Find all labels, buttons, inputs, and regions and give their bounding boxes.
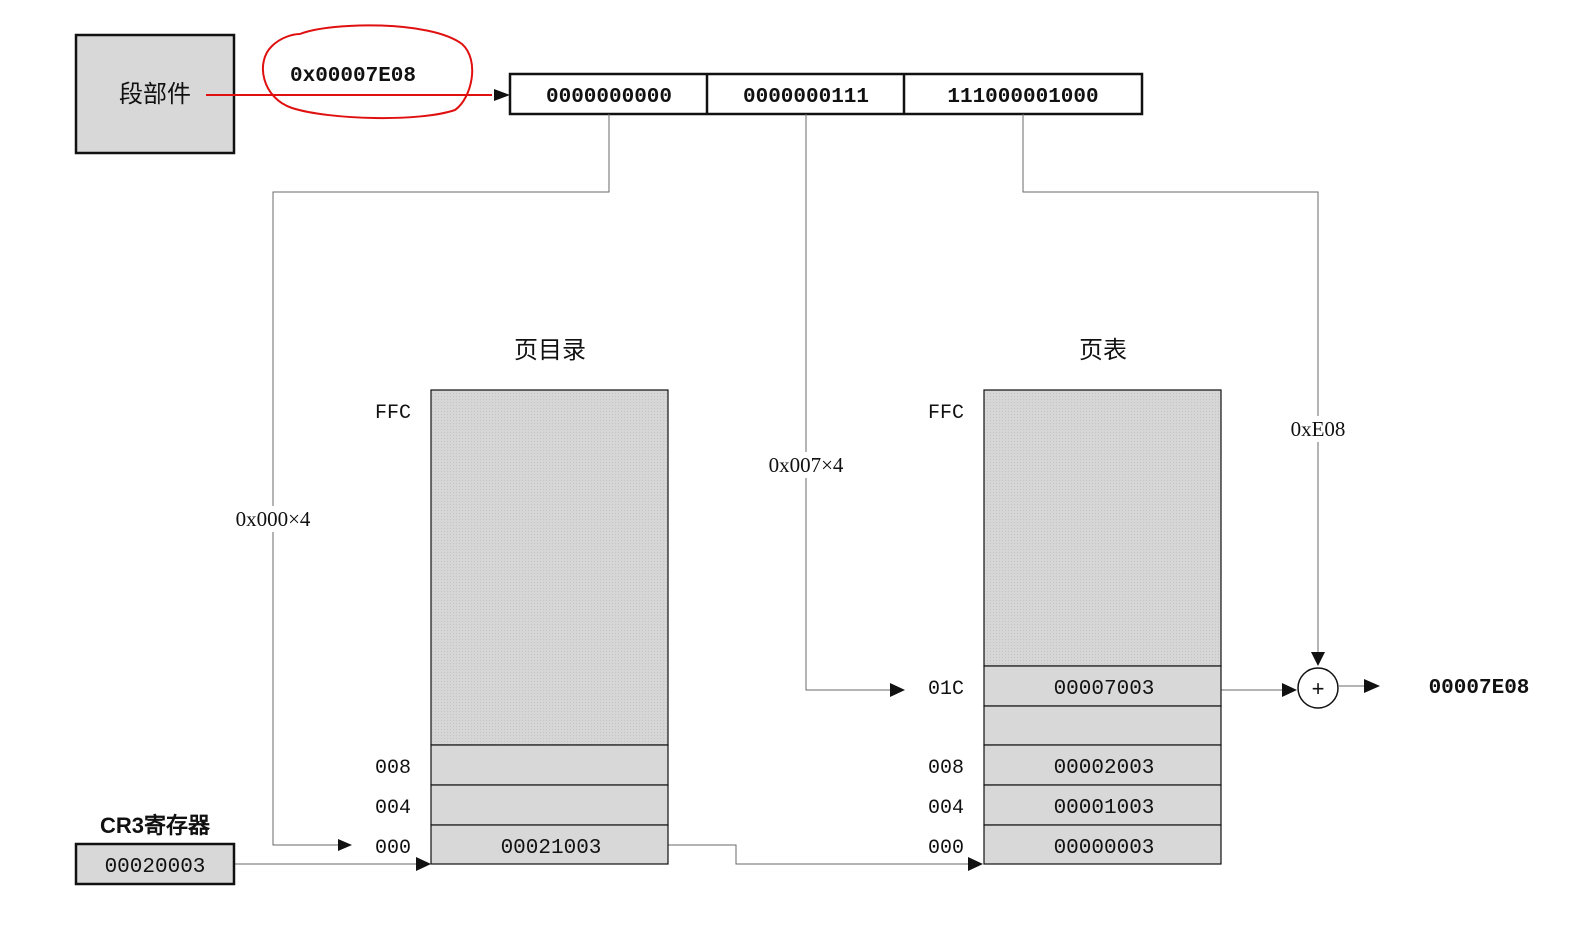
page-table: 页表 00007003 00002003 00001003 00000003 F…	[928, 337, 1222, 865]
table-index-line	[805, 114, 892, 691]
linear-address-value: 0x00007E08	[290, 65, 416, 88]
pt-entry-008	[983, 744, 1222, 786]
table-index-label: 0x007×4	[769, 453, 844, 477]
pt-entry-000	[983, 824, 1222, 865]
segment-unit-label: 段部件	[119, 81, 191, 108]
connectors	[234, 114, 1380, 871]
page-table-upper-area	[983, 389, 1222, 667]
cr3-box	[74, 842, 236, 886]
page-directory: 页目录 00021003 FFC 008 004 000	[375, 338, 669, 865]
pt-entry-008-value: 00002003	[1054, 757, 1155, 780]
pt-entry-000-value: 00000003	[1054, 837, 1155, 860]
linear-address-fields: 0000000000 0000000111 111000001000	[508, 72, 1144, 116]
pt-offset-000: 000	[928, 837, 964, 860]
directory-index-label: 0x000×4	[236, 507, 311, 531]
cr3-register: CR3寄存器 00020003	[74, 813, 236, 886]
cr3-value: 00020003	[105, 856, 206, 879]
page-directory-upper-area	[430, 389, 669, 746]
page-directory-title: 页目录	[514, 338, 586, 364]
page-table-title: 页表	[1079, 337, 1127, 364]
pd-offset-004: 004	[375, 797, 411, 820]
pd-offset-ffc: FFC	[375, 402, 411, 425]
linear-address-box	[508, 72, 1144, 116]
pt-entry-004-value: 00001003	[1054, 797, 1155, 820]
pt-offset-01c: 01C	[928, 678, 964, 701]
cr3-label: CR3寄存器	[100, 813, 211, 838]
pd-offset-000: 000	[375, 837, 411, 860]
directory-index-field: 0000000000	[546, 86, 672, 109]
pd-entry-000-value: 00021003	[501, 837, 602, 860]
red-circle-annotation	[262, 24, 474, 120]
linear-address-annotation: 0x00007E08	[206, 24, 510, 120]
offset-field: 111000001000	[947, 86, 1098, 109]
pt-offset-008: 008	[928, 757, 964, 780]
adder: +	[1297, 667, 1339, 709]
pt-entry-004	[983, 784, 1222, 826]
pt-offset-004: 004	[928, 797, 964, 820]
pd-entry-004	[430, 784, 669, 826]
pde-to-pt-line	[637, 844, 968, 865]
pt-entry-01c-value: 00007003	[1054, 678, 1155, 701]
directory-index-line	[272, 114, 610, 846]
table-index-field: 0000000111	[743, 86, 869, 109]
pt-offset-ffc: FFC	[928, 402, 964, 425]
pt-entry-gap	[983, 705, 1222, 746]
adder-symbol: +	[1312, 676, 1325, 701]
pd-offset-008: 008	[375, 757, 411, 780]
physical-address-result: 00007E08	[1429, 677, 1530, 700]
segment-output-arrowhead	[494, 89, 510, 101]
offset-label: 0xE08	[1291, 417, 1346, 441]
adder-circle	[1297, 667, 1339, 709]
pd-entry-008	[430, 744, 669, 786]
pd-entry-000	[430, 824, 669, 865]
